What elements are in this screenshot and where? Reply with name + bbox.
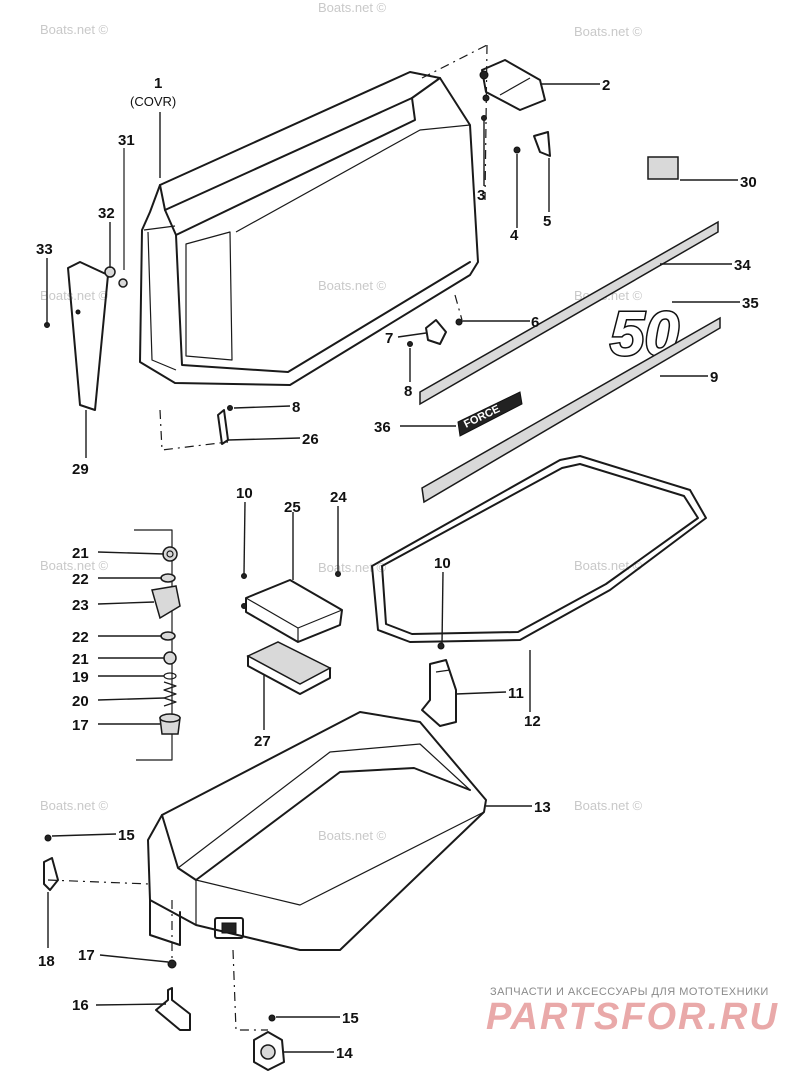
watermark: Boats.net ©: [318, 0, 387, 15]
callout-26: 26: [302, 431, 319, 448]
callout-5: 5: [543, 213, 551, 230]
watermarks: Boats.net © Boats.net © Boats.net © Boat…: [40, 0, 643, 843]
callout-3: 3: [477, 187, 485, 204]
callout-14: 14: [336, 1045, 353, 1062]
callout-19: 19: [72, 669, 89, 686]
callout-33: 33: [36, 241, 53, 258]
callout-36: 36: [374, 419, 391, 436]
callout-1-sublabel: (COVR): [130, 94, 176, 109]
fasteners-31-32: [104, 148, 128, 288]
callout-8b: 8: [404, 383, 412, 400]
callout-12: 12: [524, 713, 541, 730]
callout-21a: 21: [72, 545, 89, 562]
callout-27: 27: [254, 733, 271, 750]
callout-15a: 15: [118, 827, 135, 844]
callout-9: 9: [710, 369, 718, 386]
pad-27: [246, 641, 332, 695]
callout-17a: 17: [72, 717, 89, 734]
footer-tagline: ЗАПЧАСТИ И АКСЕССУАРЫ ДЛЯ МОТОТЕХНИКИ: [490, 986, 769, 998]
decal-force: FORCE: [457, 391, 523, 437]
fastener-stack: [134, 529, 181, 761]
callout-31: 31: [118, 132, 135, 149]
leader-lines: [46, 83, 740, 1053]
callout-8a: 8: [292, 399, 300, 416]
callout-7: 7: [385, 330, 393, 347]
callout-20: 20: [72, 693, 89, 710]
callout-10b: 10: [434, 555, 451, 572]
callout-1: 1: [154, 75, 162, 92]
engine-cover: [139, 71, 479, 386]
watermark: Boats.net ©: [574, 24, 643, 39]
callout-23: 23: [72, 597, 89, 614]
callout-22a: 22: [72, 571, 89, 588]
callout-16: 16: [72, 997, 89, 1014]
alignment-lines: [47, 44, 488, 1031]
callout-17b: 17: [78, 947, 95, 964]
watermark: Boats.net ©: [318, 278, 387, 293]
label-30: [647, 156, 679, 180]
callout-25: 25: [284, 499, 301, 516]
callout-11: 11: [508, 685, 524, 702]
side-plate-29: [44, 261, 109, 411]
bracket-11: [421, 642, 457, 727]
watermark: Boats.net ©: [318, 560, 387, 575]
callout-32: 32: [98, 205, 115, 222]
callout-30: 30: [740, 174, 757, 191]
callout-15b: 15: [342, 1010, 359, 1027]
callout-2: 2: [602, 77, 610, 94]
callout-6: 6: [531, 314, 539, 331]
watermark: Boats.net ©: [40, 22, 109, 37]
callout-24: 24: [330, 489, 347, 506]
callout-35: 35: [742, 295, 759, 312]
stripe-34: [419, 220, 719, 406]
watermark: Boats.net ©: [574, 798, 643, 813]
callout-18: 18: [38, 953, 55, 970]
bracket-26: [217, 405, 233, 445]
latch-bracket: [479, 59, 546, 121]
watermark: Boats.net ©: [40, 798, 109, 813]
callout-13: 13: [534, 799, 551, 816]
callout-10a: 10: [236, 485, 253, 502]
callout-22b: 22: [72, 629, 89, 646]
watermark: Boats.net ©: [40, 558, 109, 573]
callout-29: 29: [72, 461, 89, 478]
callouts: 1 (COVR) 2 3 4 5 30 34 35 6 7 8 9 8 26 3…: [36, 75, 759, 1062]
callout-34: 34: [734, 257, 751, 274]
stripe-9: [421, 316, 721, 504]
bracket-7: [407, 318, 463, 347]
seal-12: [371, 455, 707, 643]
lower-pan-13: [147, 711, 487, 951]
footer-logo: PARTSFOR.RU: [486, 996, 779, 1038]
watermark: Boats.net ©: [318, 828, 387, 843]
watermark: Boats.net ©: [40, 288, 109, 303]
callout-4: 4: [510, 227, 519, 244]
bracket-5: [513, 131, 551, 157]
callout-21b: 21: [72, 651, 89, 668]
module-25: [241, 571, 343, 643]
